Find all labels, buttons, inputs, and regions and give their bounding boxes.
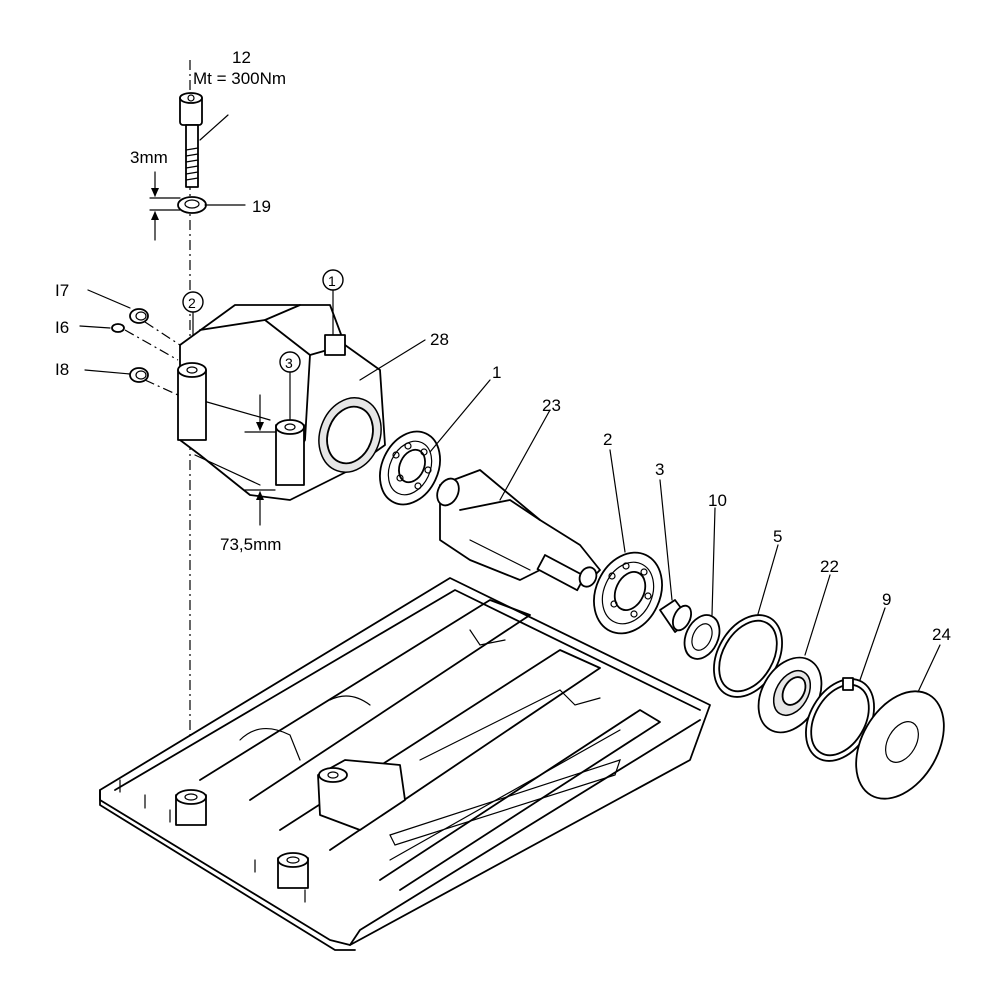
gap-dimension-3mm [149,171,181,241]
plug-part-16 [111,323,125,333]
marker-2-label: 2 [188,295,196,311]
base-plate [99,577,711,951]
callout-19: 19 [252,197,271,216]
seal-part-10 [683,614,721,660]
bearing-part-2 [593,551,663,635]
circlip-part-9 [805,677,875,762]
gap-3mm-label: 3mm [130,148,168,167]
bolt-part-12 [179,92,203,188]
washer-part-19 [177,196,207,214]
disc-part-24 [855,690,945,800]
callout-3: 3 [655,460,664,479]
callout-23: 23 [542,396,561,415]
marker-circle-1 [322,269,344,291]
callout-5: 5 [773,527,782,546]
callout-9: 9 [882,590,891,609]
marker-1-label: 1 [328,273,336,289]
height-dimension-73-5mm [244,394,276,526]
plug-part-18 [129,367,149,383]
callout-2: 2 [603,430,612,449]
eccentric-shaft-part-23 [436,469,601,592]
callout-10: 10 [708,491,727,510]
callout-17: I7 [55,281,69,300]
callout-12: 12 [232,48,251,67]
callout-22: 22 [820,557,839,576]
callout-28: 28 [430,330,449,349]
bearing-part-1 [379,430,441,506]
callout-24: 24 [932,625,951,644]
marker-circle-3 [279,351,301,373]
sleeve-part-3 [659,599,692,633]
o-ring-part-5 [713,614,783,698]
leader-lines [79,114,941,693]
marker-3-label: 3 [285,355,293,371]
plug-part-17 [129,308,149,324]
dimension-73-5mm-label: 73,5mm [220,535,281,554]
marker-circle-2 [182,291,204,313]
callout-1: 1 [492,363,501,382]
callout-18: I8 [55,360,69,379]
torque-spec: Mt = 300Nm [193,69,286,88]
bearing-housing-part-28 [177,304,386,501]
plug-axis-lines [124,321,181,396]
callout-16: I6 [55,318,69,337]
